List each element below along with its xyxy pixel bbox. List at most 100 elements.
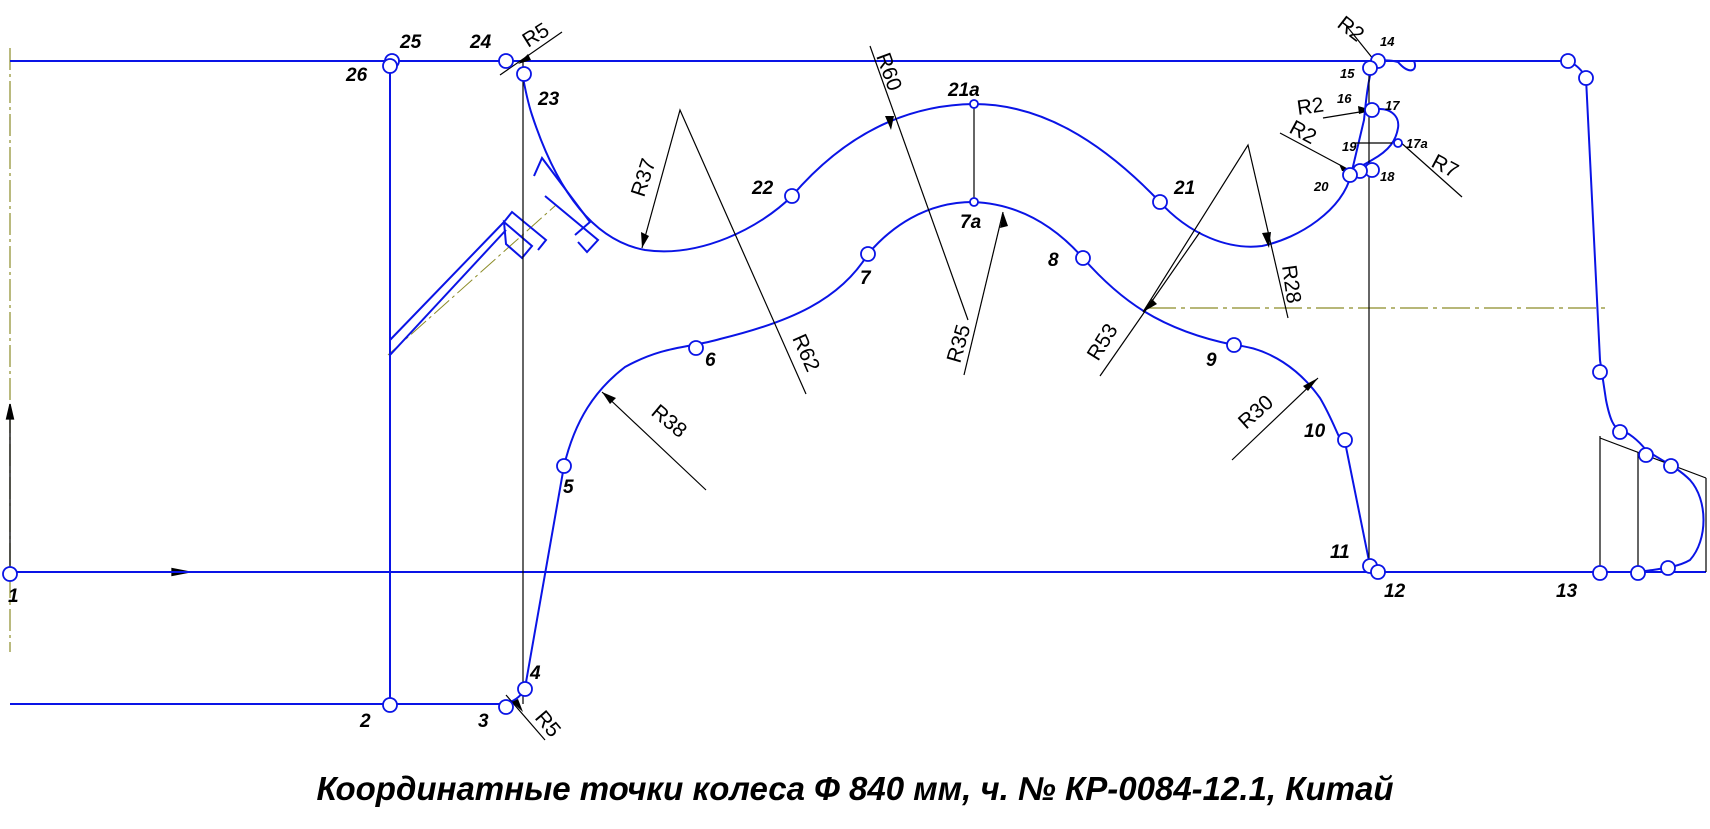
- radius-label-r5-top: R5: [518, 19, 553, 53]
- r38-leader: [601, 391, 707, 491]
- arrow-r53: [1143, 299, 1157, 312]
- arrow-r30: [1303, 378, 1318, 391]
- marker-13: [1592, 565, 1608, 581]
- marker-2: [382, 697, 398, 713]
- point-label-14: 14: [1380, 34, 1395, 49]
- marker-17a: [1393, 138, 1403, 148]
- marker-3: [498, 699, 514, 715]
- marker-4: [517, 681, 533, 697]
- marker-16: [1364, 102, 1380, 118]
- r60-leader: [869, 45, 969, 321]
- marker-13c: [1660, 560, 1676, 576]
- arrow-r35: [1000, 212, 1008, 228]
- r37-leader: [641, 108, 807, 395]
- point-label-1: 1: [8, 586, 19, 607]
- arrow-r5-top: [518, 54, 531, 64]
- r7-leader: [1397, 139, 1463, 198]
- arrow-r37: [641, 232, 649, 248]
- mount-plug-body: [502, 156, 600, 260]
- marker-rim-e: [1638, 447, 1654, 463]
- arrow-r38: [602, 392, 616, 404]
- point-label-18: 18: [1380, 169, 1395, 184]
- r35-leader: [963, 211, 1004, 376]
- arrow-r60: [885, 116, 894, 130]
- arrow-r5-bottom: [512, 699, 523, 712]
- point-label-24: 24: [469, 32, 492, 53]
- point-label-26: 26: [345, 65, 368, 86]
- mount-plug-line-a: [389, 229, 507, 356]
- marker-1: [2, 566, 18, 582]
- radius-label-r2-top: R2: [1333, 12, 1368, 47]
- radius-label-r60: R60: [871, 50, 906, 94]
- point-label-7: 7: [860, 268, 872, 289]
- marker-6: [688, 340, 704, 356]
- marker-8: [1075, 250, 1091, 266]
- mount-plug-line-b: [389, 221, 505, 341]
- marker-5: [556, 458, 572, 474]
- r5-bottom-leader: [505, 694, 546, 741]
- drawing-caption: Координатные точки колеса Ф 840 мм, ч. №…: [316, 770, 1394, 807]
- radius-label-r62: R62: [787, 331, 824, 376]
- marker-rim-b: [1578, 70, 1594, 86]
- point-label-8: 8: [1048, 250, 1059, 271]
- radius-label-r37: R37: [627, 156, 661, 200]
- marker-9: [1226, 337, 1242, 353]
- marker-13b: [1630, 565, 1646, 581]
- radius-label-r38: R38: [647, 400, 691, 442]
- point-label-16: 16: [1337, 91, 1352, 106]
- point-label-10: 10: [1304, 421, 1326, 442]
- point-label-5: 5: [563, 477, 574, 498]
- radius-label-r28: R28: [1277, 263, 1305, 304]
- point-label-7a: 7a: [960, 212, 982, 233]
- point-label-11: 11: [1330, 542, 1350, 563]
- point-label-3: 3: [478, 711, 489, 732]
- point-label-20: 20: [1313, 179, 1329, 194]
- point-label-25: 25: [399, 32, 422, 53]
- radius-label-r2-mid: R2: [1295, 93, 1325, 120]
- point-label-22: 22: [751, 178, 774, 199]
- radius-label-r2-low: R2: [1286, 116, 1321, 149]
- point-label-6: 6: [705, 350, 716, 371]
- marker-10: [1337, 432, 1353, 448]
- coordinate-axes: [5, 403, 191, 577]
- radius-label-r30: R30: [1234, 391, 1278, 434]
- point-label-21: 21: [1173, 178, 1195, 199]
- marker-7a: [969, 197, 979, 207]
- marker-7: [860, 246, 876, 262]
- point-label-17: 17: [1385, 98, 1400, 113]
- rim-right-contour: [1567, 60, 1705, 573]
- marker-23: [516, 66, 532, 82]
- point-label-15: 15: [1340, 66, 1355, 81]
- marker-22: [784, 188, 800, 204]
- radius-label-r5-bottom: R5: [530, 706, 565, 741]
- marker-12: [1370, 564, 1386, 580]
- point-label-19: 19: [1342, 139, 1357, 154]
- marker-rim-d: [1612, 424, 1628, 440]
- point-labels: 1 2 3 4 5 6 7 7a 8 9 10 11 12 13 14 15 1…: [8, 32, 1578, 732]
- radius-label-r7: R7: [1428, 150, 1463, 183]
- r28-leader: [1142, 143, 1289, 319]
- point-label-2: 2: [359, 711, 371, 732]
- y-arrow-head: [5, 403, 15, 420]
- web-axis: [387, 204, 557, 356]
- marker-26: [382, 58, 398, 74]
- radius-label-r35: R35: [943, 322, 976, 365]
- point-markers: [2, 53, 1679, 715]
- point-label-12: 12: [1384, 581, 1406, 602]
- point-label-13: 13: [1556, 581, 1578, 602]
- marker-rim-f: [1663, 458, 1679, 474]
- point-label-23: 23: [537, 89, 560, 110]
- marker-rim-a: [1560, 53, 1576, 69]
- point-label-17a: 17a: [1406, 136, 1428, 151]
- r30-leader: [1231, 377, 1319, 461]
- radius-label-r53: R53: [1083, 320, 1123, 365]
- radius-labels: R5 R5 R38 R62 R35 R60 R37 R53 R30 R28 R2…: [518, 12, 1462, 742]
- marker-24: [498, 53, 514, 69]
- dimension-lines: [499, 23, 1707, 741]
- marker-15: [1362, 60, 1378, 76]
- marker-rim-c: [1592, 364, 1608, 380]
- arrow-r28: [1262, 232, 1271, 248]
- marker-21: [1152, 194, 1168, 210]
- point-label-4: 4: [529, 663, 541, 684]
